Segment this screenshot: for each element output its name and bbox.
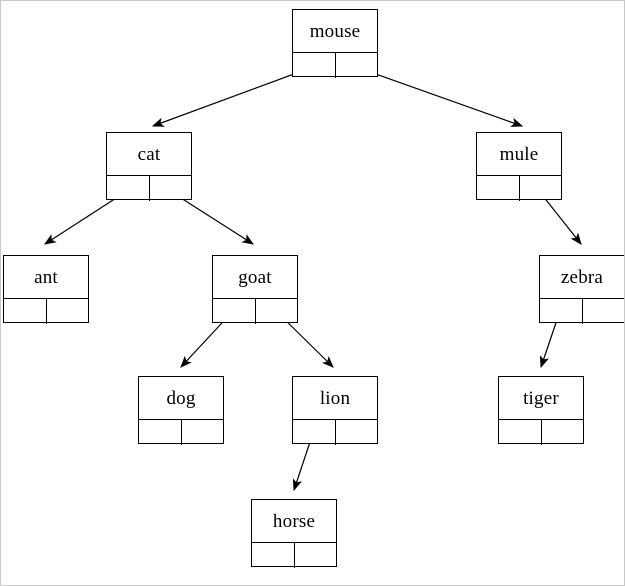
- tree-node-pointer-cells: [252, 542, 336, 568]
- tree-node-zebra[interactable]: zebra: [539, 255, 624, 324]
- tree-node-left-pointer-cell[interactable]: [293, 420, 335, 445]
- tree-node-label: goat: [238, 266, 272, 288]
- tree-node-right-pointer-cell[interactable]: [294, 543, 336, 568]
- tree-node-goat[interactable]: goat: [212, 255, 298, 324]
- tree-node-right-pointer-cell[interactable]: [541, 420, 583, 445]
- tree-node-left-pointer-cell[interactable]: [4, 299, 46, 324]
- tree-node-left-pointer-cell[interactable]: [252, 543, 294, 568]
- tree-node-left-pointer-cell[interactable]: [499, 420, 541, 445]
- tree-node-right-pointer-cell[interactable]: [582, 299, 624, 324]
- tree-node-label: tiger: [523, 387, 559, 409]
- tree-node-label: dog: [166, 387, 196, 409]
- tree-node-pointer-cells: [293, 52, 377, 78]
- tree-node-label: lion: [319, 387, 351, 409]
- tree-edge-mouse-to-mule: [355, 66, 524, 127]
- tree-node-label: cat: [137, 143, 161, 165]
- tree-node-mule[interactable]: mule: [476, 132, 562, 201]
- tree-node-pointer-cells: [499, 419, 583, 445]
- tree-node-pointer-cells: [4, 298, 88, 324]
- tree-node-lion[interactable]: lion: [292, 376, 378, 445]
- tree-node-right-pointer-cell[interactable]: [335, 53, 377, 78]
- tree-node-cat[interactable]: cat: [106, 132, 192, 201]
- tree-node-left-pointer-cell[interactable]: [540, 299, 582, 324]
- tree-node-pointer-cells: [540, 298, 624, 324]
- tree-node-right-pointer-cell[interactable]: [46, 299, 88, 324]
- tree-node-left-pointer-cell[interactable]: [477, 176, 519, 201]
- tree-node-pointer-cells: [293, 419, 377, 445]
- tree-node-pointer-cells: [477, 175, 561, 201]
- tree-node-ant[interactable]: ant: [3, 255, 89, 324]
- tree-node-left-pointer-cell[interactable]: [107, 176, 149, 201]
- tree-node-left-pointer-cell[interactable]: [139, 420, 181, 445]
- tree-node-pointer-cells: [139, 419, 223, 445]
- tree-node-label: ant: [34, 266, 58, 288]
- tree-node-horse[interactable]: horse: [251, 499, 337, 568]
- tree-node-right-pointer-cell[interactable]: [255, 299, 297, 324]
- tree-node-pointer-cells: [213, 298, 297, 324]
- tree-node-left-pointer-cell[interactable]: [293, 53, 335, 78]
- tree-node-pointer-cells: [107, 175, 191, 201]
- tree-node-left-pointer-cell[interactable]: [213, 299, 255, 324]
- tree-node-right-pointer-cell[interactable]: [335, 420, 377, 445]
- tree-node-label: horse: [272, 510, 316, 532]
- tree-node-tiger[interactable]: tiger: [498, 376, 584, 445]
- tree-node-label: mouse: [309, 20, 361, 42]
- tree-edge-mouse-to-cat: [151, 66, 314, 127]
- tree-node-label: mule: [499, 143, 539, 165]
- tree-node-label: zebra: [560, 266, 604, 288]
- tree-node-right-pointer-cell[interactable]: [519, 176, 561, 201]
- tree-node-mouse[interactable]: mouse: [292, 9, 378, 78]
- tree-node-right-pointer-cell[interactable]: [149, 176, 191, 201]
- tree-node-dog[interactable]: dog: [138, 376, 224, 445]
- tree-node-right-pointer-cell[interactable]: [181, 420, 223, 445]
